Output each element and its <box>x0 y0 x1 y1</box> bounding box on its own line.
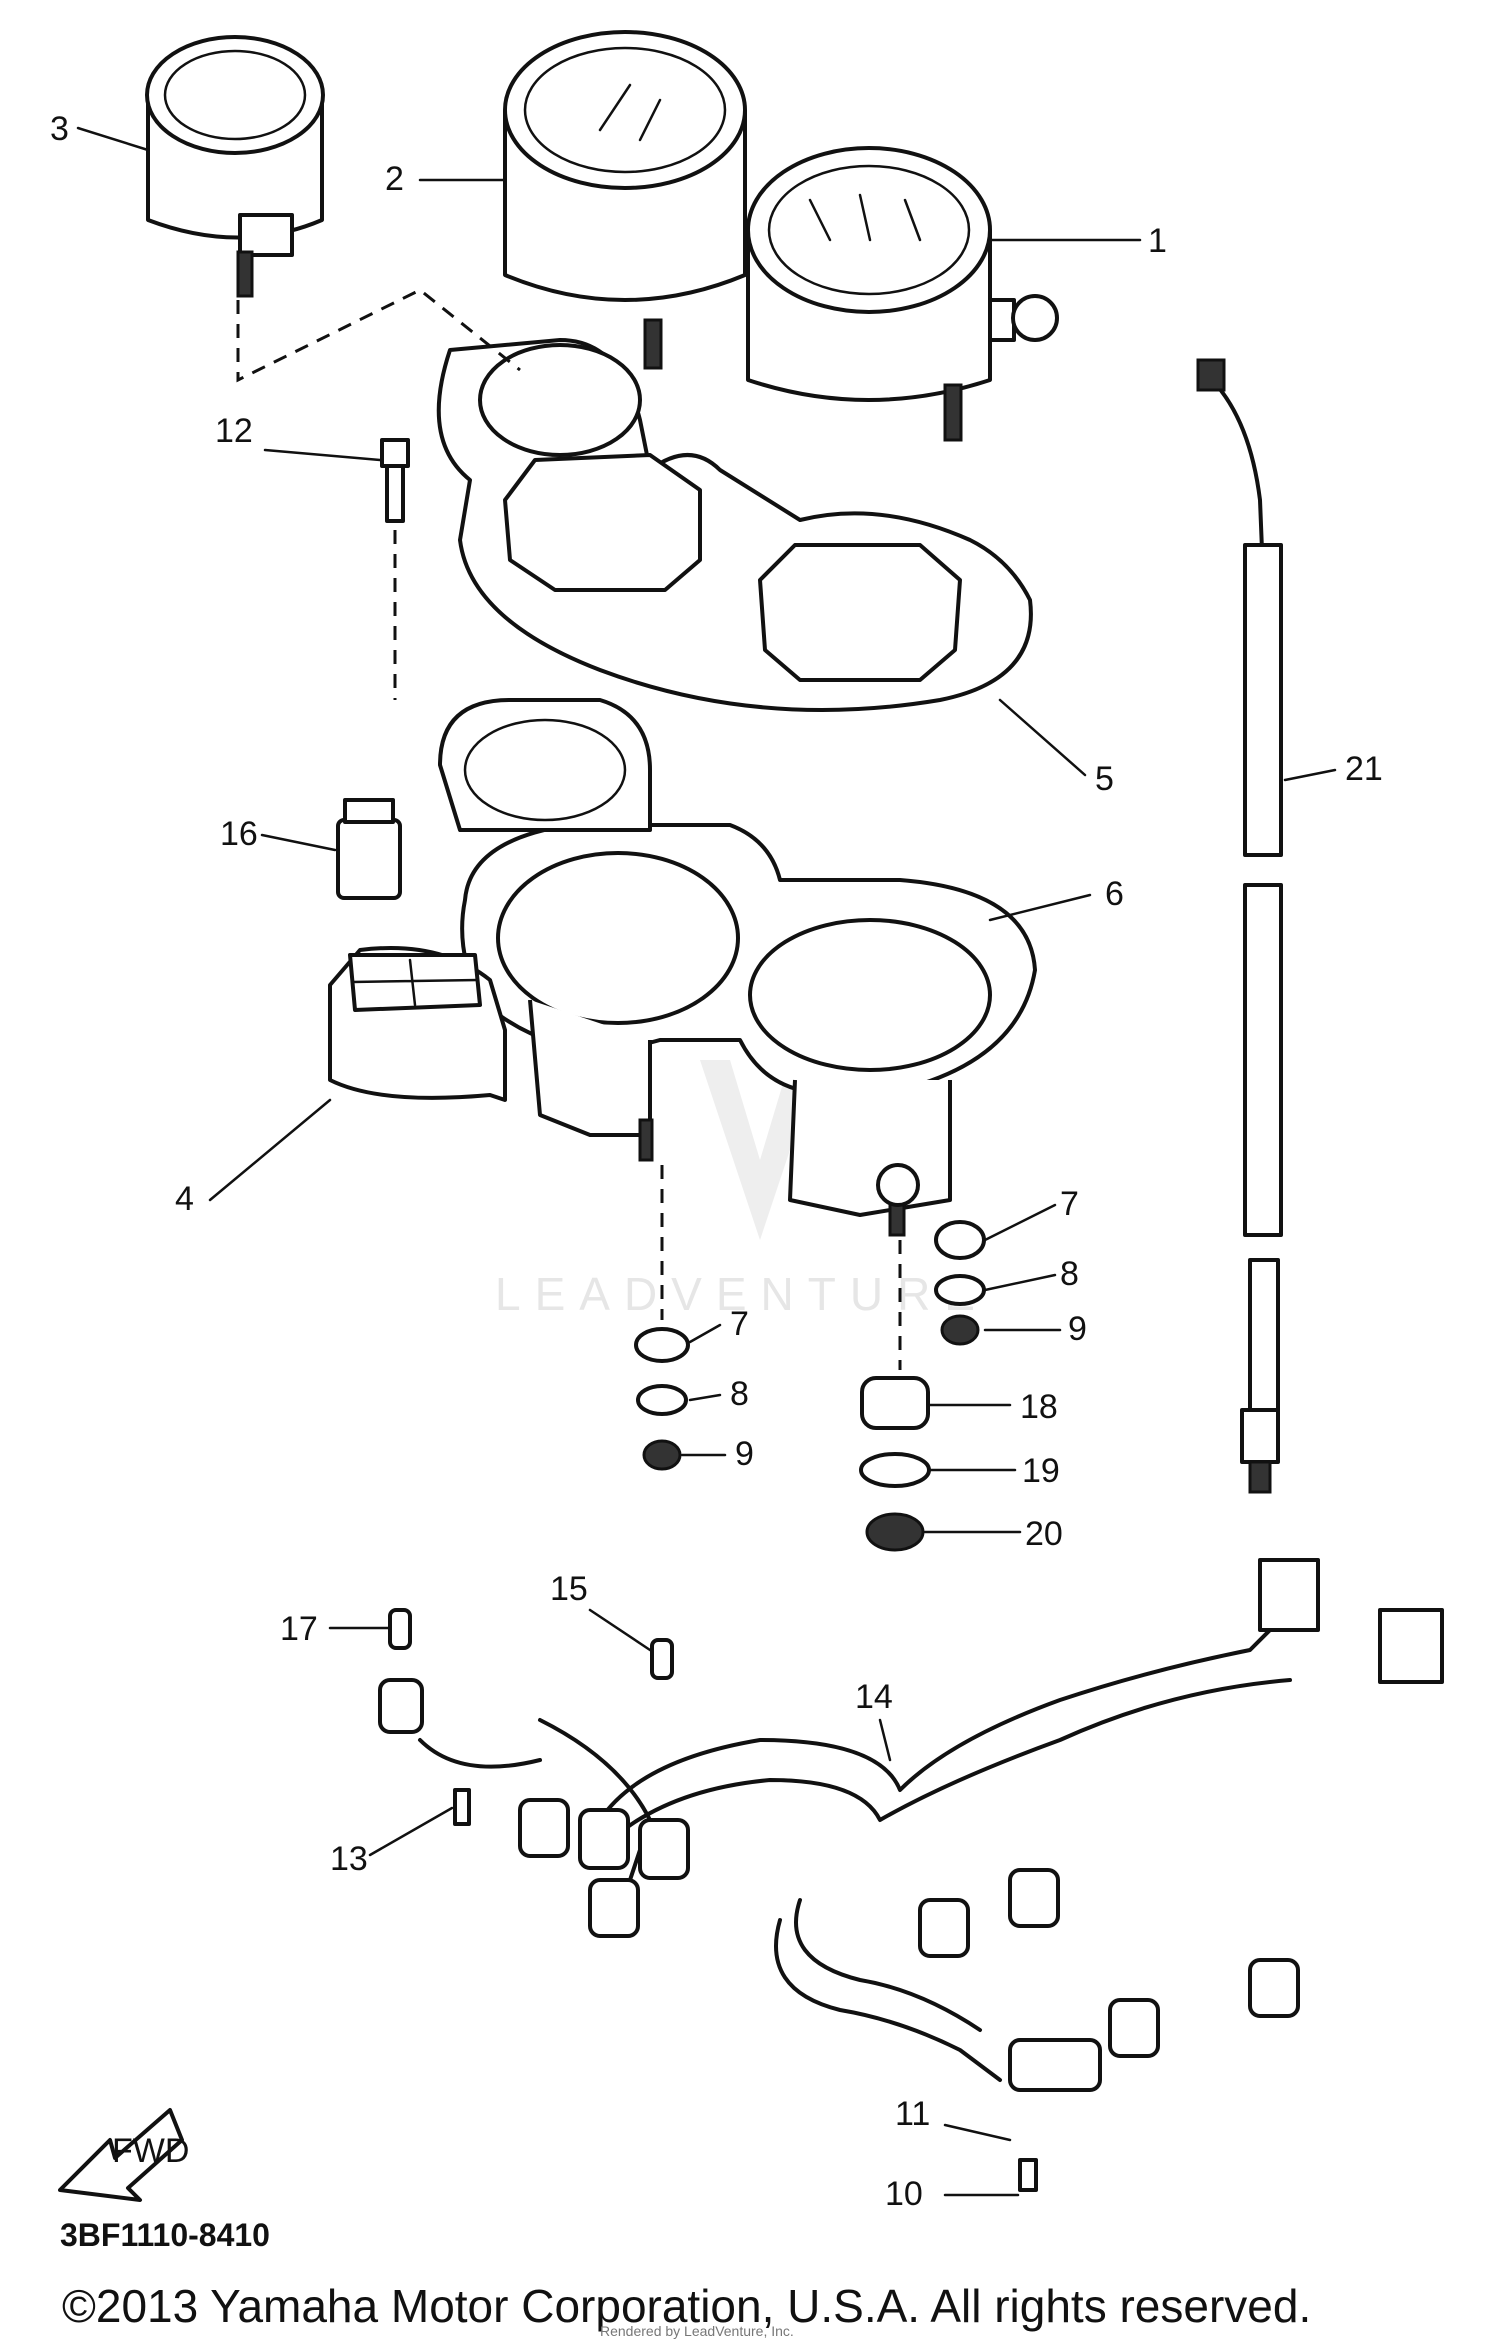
label-11: 11 <box>895 2095 930 2133</box>
label-7b: 7 <box>1060 1185 1079 1223</box>
label-3: 3 <box>50 110 69 148</box>
meter-cover-5 <box>436 338 1033 712</box>
fwd-arrow-icon: FWD <box>58 2108 189 2202</box>
label-21: 21 <box>1345 750 1383 788</box>
label-2: 2 <box>385 160 404 198</box>
assembly-lines <box>236 288 902 1370</box>
label-1: 1 <box>1148 222 1167 260</box>
label-14: 14 <box>855 1678 893 1716</box>
label-10: 10 <box>885 2175 923 2213</box>
label-12: 12 <box>215 412 253 450</box>
label-20: 20 <box>1025 1515 1063 1553</box>
indicator-light-unit-4 <box>328 946 507 1102</box>
label-8b: 8 <box>1060 1255 1079 1293</box>
fwd-label: FWD <box>112 2132 189 2170</box>
gauge-3-tachometer <box>145 35 325 298</box>
fastener-stack-left <box>634 1327 690 1471</box>
label-5: 5 <box>1095 760 1114 798</box>
fastener-stack-right <box>859 1220 986 1552</box>
label-18: 18 <box>1020 1388 1058 1426</box>
gauge-2-speedometer <box>503 30 747 370</box>
part-labels: 3 2 1 12 5 21 16 6 4 7 8 9 7 8 9 18 19 2… <box>50 110 1383 2213</box>
label-9a: 9 <box>735 1435 754 1473</box>
drawing-number: 3BF1110-8410 <box>60 2217 270 2253</box>
label-9b: 9 <box>1068 1310 1087 1348</box>
label-6: 6 <box>1105 875 1124 913</box>
bolt-12 <box>380 438 410 523</box>
fine-print: Rendered by LeadVenture, Inc. <box>600 2323 794 2339</box>
label-13: 13 <box>330 1840 368 1878</box>
leader-lines <box>76 126 1337 2197</box>
label-4: 4 <box>175 1180 194 1218</box>
wiring-harness-14 <box>378 1558 1444 2192</box>
watermark-text: LEADVENTURE <box>495 1268 989 1320</box>
speedometer-cable-21 <box>1196 358 1283 1494</box>
label-8a: 8 <box>730 1375 749 1413</box>
flasher-relay-16 <box>336 798 402 900</box>
label-15: 15 <box>550 1570 588 1608</box>
meter-bracket-6 <box>438 698 1037 1237</box>
label-16: 16 <box>220 815 258 853</box>
label-7a: 7 <box>730 1305 749 1343</box>
label-17: 17 <box>280 1610 318 1648</box>
label-19: 19 <box>1022 1452 1060 1490</box>
copyright-notice: ©2013 Yamaha Motor Corporation, U.S.A. A… <box>62 2280 1311 2332</box>
watermark: LEADVENTURE <box>495 1060 989 1320</box>
gauge-1-combination-meter <box>746 146 1059 442</box>
